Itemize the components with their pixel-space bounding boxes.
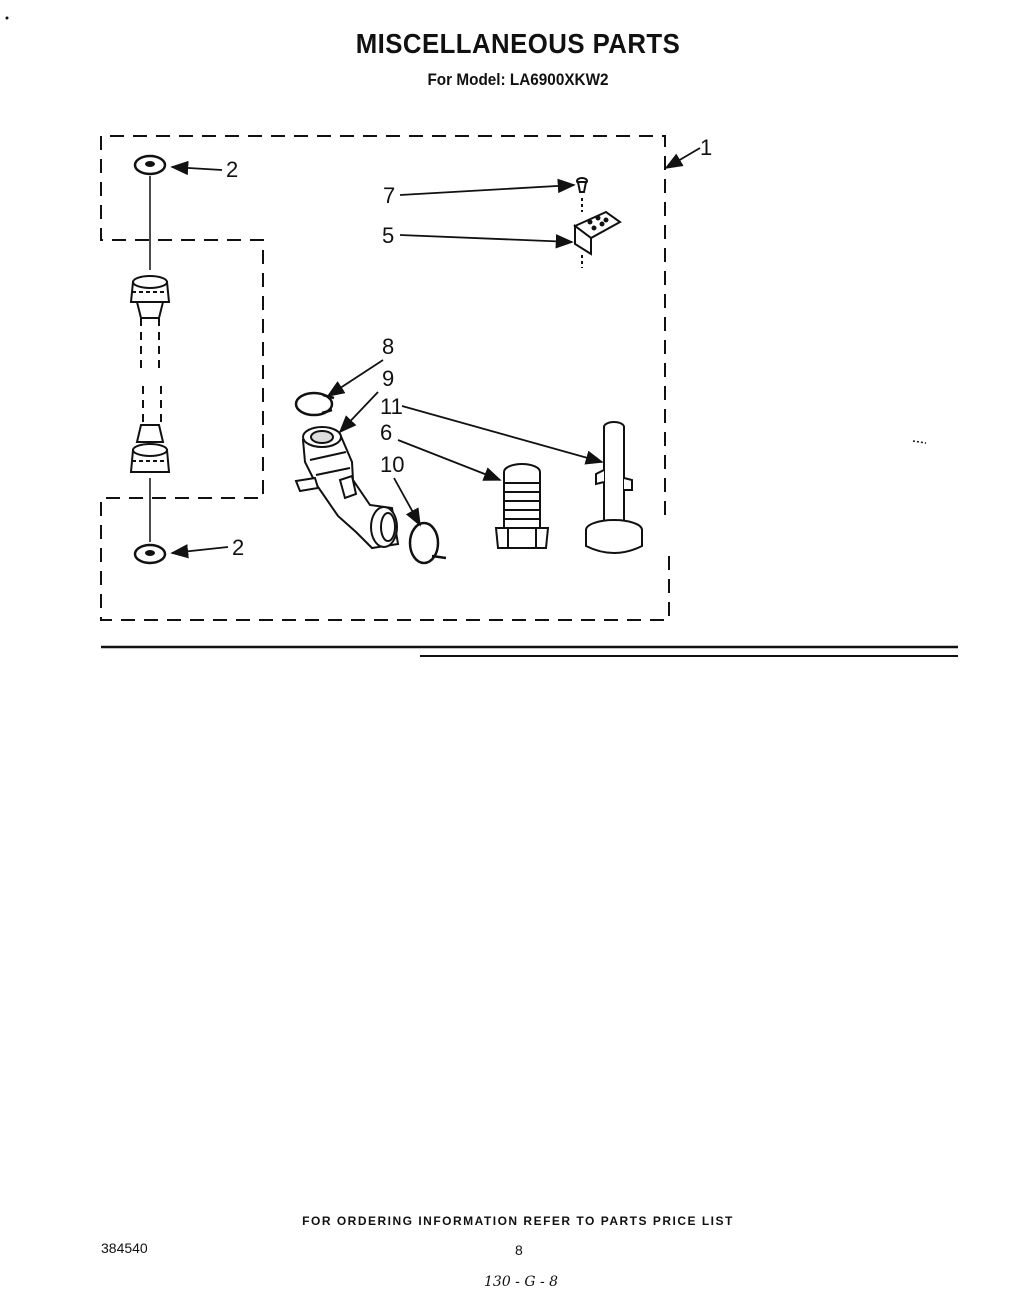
drain-hose-part — [294, 426, 400, 550]
leader-6 — [397, 439, 502, 481]
leader-2-bottom — [170, 544, 229, 559]
parts-diagram: 1 2 2 7 5 8 9 11 6 10 — [5, 16, 958, 657]
callout-8: 8 — [382, 334, 394, 359]
leader-7 — [399, 178, 576, 196]
assembly-boundary — [100, 135, 670, 621]
callout-1: 1 — [700, 135, 712, 160]
model-subtitle: For Model: LA6900XKW2 — [427, 70, 609, 89]
leader-9 — [338, 391, 379, 434]
inlet-hose-part — [129, 275, 171, 473]
clip-bracket-part — [573, 198, 622, 268]
page-title: MISCELLANEOUS PARTS — [355, 28, 681, 59]
leader-2-top — [170, 160, 223, 176]
leader-lines — [170, 147, 701, 559]
leader-8 — [326, 359, 384, 397]
callout-2-top: 2 — [226, 157, 238, 182]
callout-9: 9 — [382, 366, 394, 391]
handwritten-code: 130 - G - 8 — [484, 1274, 559, 1290]
washer-top-part — [133, 154, 167, 176]
leader-10 — [393, 477, 421, 527]
callout-10: 10 — [380, 452, 404, 477]
ordering-note: FOR ORDERING INFORMATION REFER TO PARTS … — [302, 1214, 734, 1228]
callout-7: 7 — [383, 183, 395, 208]
leveling-leg-part — [494, 463, 550, 549]
callout-11: 11 — [380, 394, 403, 419]
callout-2-bottom: 2 — [232, 535, 244, 560]
leader-11 — [401, 405, 604, 465]
leader-5 — [399, 234, 574, 249]
document-number: 384540 — [101, 1240, 148, 1256]
page-number: 8 — [515, 1242, 523, 1258]
washer-bottom-part — [133, 543, 167, 565]
foot-pedestal-part — [585, 421, 643, 554]
hose-clamp-bottom-part — [408, 521, 447, 565]
scan-speck — [912, 440, 927, 444]
screw-part — [576, 177, 588, 193]
callout-6: 6 — [380, 420, 392, 445]
leader-1 — [664, 147, 701, 169]
scan-speck — [5, 16, 9, 20]
callout-5: 5 — [382, 223, 394, 248]
